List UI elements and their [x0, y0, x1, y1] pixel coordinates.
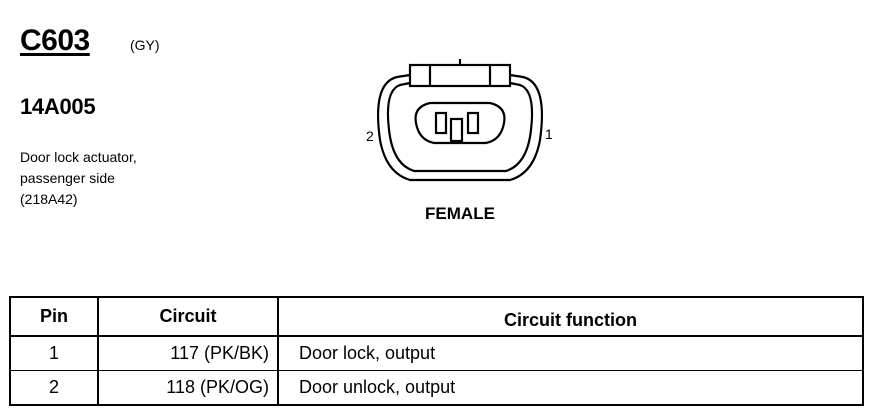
- cell-circuit: 117 (PK/BK): [97, 335, 279, 371]
- connector-id: C603: [20, 24, 90, 57]
- header-circuit: Circuit: [97, 296, 279, 337]
- connector-color: (GY): [130, 37, 160, 53]
- cell-pin: 1: [9, 335, 99, 371]
- terminal-cavity: [414, 101, 506, 145]
- pin-label-right: 1: [545, 126, 553, 142]
- table-row: 2 118 (PK/OG) Door unlock, output: [9, 370, 864, 406]
- connector-shell-inner: [386, 81, 534, 173]
- cell-pin: 2: [9, 370, 99, 406]
- connector-face-diagram: 2 1: [366, 59, 553, 182]
- cell-function: Door lock, output: [277, 335, 864, 371]
- description-line-1: Door lock actuator,: [20, 149, 137, 165]
- connector-latch: [408, 63, 512, 88]
- cell-circuit: 118 (PK/OG): [97, 370, 279, 406]
- connector-description: Door lock actuator, passenger side (218A…: [20, 147, 220, 210]
- center-key: [449, 117, 464, 143]
- description-line-3: (218A42): [20, 191, 78, 207]
- connector-gender: FEMALE: [425, 204, 495, 223]
- header-function: Circuit function: [277, 296, 864, 337]
- pin-label-left: 2: [366, 128, 374, 144]
- connector-shell-outer: [376, 73, 544, 182]
- pinout-table: Pin Circuit Circuit function 1 117 (PK/B…: [9, 296, 864, 406]
- header-pin: Pin: [9, 296, 99, 337]
- terminal-1: [466, 111, 480, 135]
- part-number: 14A005: [20, 94, 96, 119]
- table-header-row: Pin Circuit Circuit function: [9, 296, 864, 337]
- description-line-2: passenger side: [20, 170, 115, 186]
- terminal-2: [434, 111, 448, 135]
- table-row: 1 117 (PK/BK) Door lock, output: [9, 335, 864, 371]
- cell-function: Door unlock, output: [277, 370, 864, 406]
